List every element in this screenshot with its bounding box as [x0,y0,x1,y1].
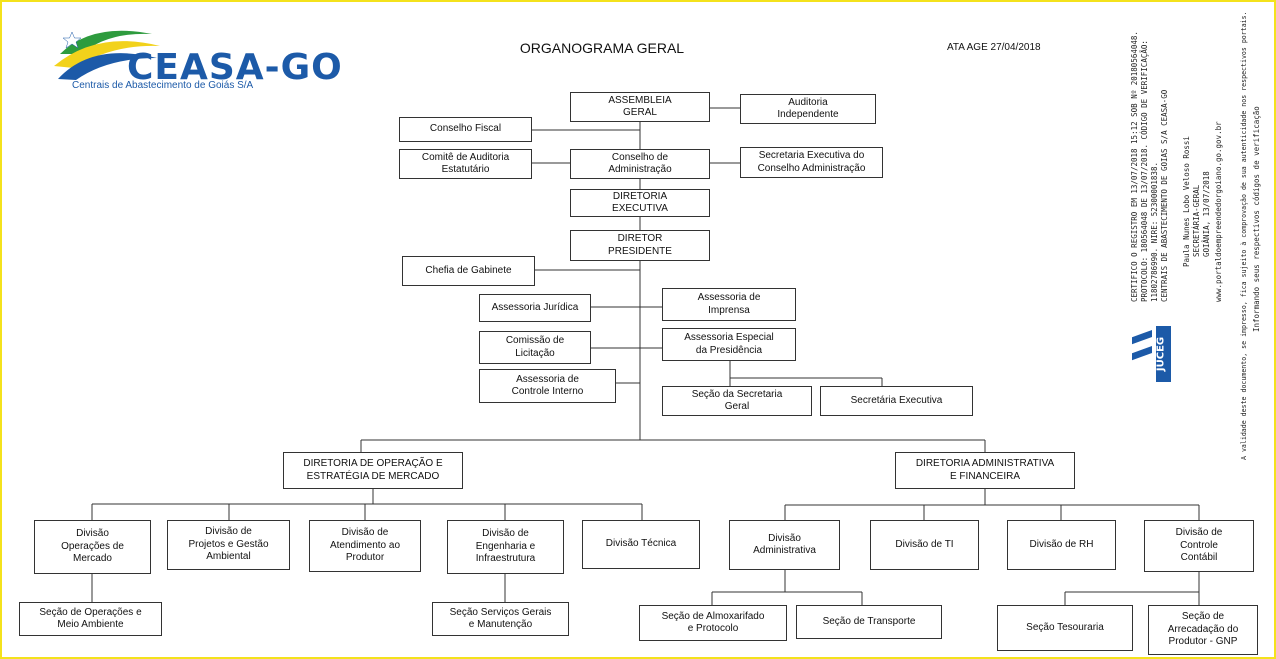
box-divisao-ti: Divisão de TI [870,520,979,570]
seal-text: JUCEG [1156,337,1167,372]
box-secao-almoxarifado: Seção de Almoxarifado e Protocolo [639,605,787,641]
box-secao-secretaria-geral: Seção da Secretaria Geral [662,386,812,416]
cert-place: GOIÂNIA, 13/07/2018 [1202,171,1211,257]
box-secretaria-executiva-conselho: Secretaria Executiva do Conselho Adminis… [740,147,883,178]
box-auditoria-independente: Auditoria Independente [740,94,876,124]
page-title: ORGANOGRAMA GERAL [519,40,685,56]
box-divisao-controle-contabil: Divisão de Controle Contábil [1144,520,1254,572]
box-secao-servicos-gerais: Seção Serviços Gerais e Manutenção [432,602,569,636]
ata-date: ATA AGE 27/04/2018 [947,42,1041,53]
box-divisao-atendimento: Divisão de Atendimento ao Produtor [309,520,421,572]
cert-line-3: 11802786990. NIRE: 52300001838. [1150,162,1159,302]
logo-subtitle: Centrais de Abastecimento de Goiás S/A [72,80,254,91]
cert-note-1: A validade deste documento, se impresso,… [1240,11,1248,460]
box-divisao-operacoes-mercado: Divisão Operações de Mercado [34,520,151,574]
logo-name: CEASA-GO [127,47,343,88]
box-chefia-gabinete: Chefia de Gabinete [402,256,535,286]
box-assessoria-controle-interno: Assessoria de Controle Interno [479,369,616,403]
cert-line-4: CENTRAIS DE ABASTECIMENTO DE GOIAS S/A C… [1160,89,1169,302]
box-assembleia-geral: ASSEMBLEIA GERAL [570,92,710,122]
box-diretoria-executiva: DIRETORIA EXECUTIVA [570,189,710,217]
box-secao-transporte: Seção de Transporte [796,605,942,639]
box-secao-arrecadacao: Seção de Arrecadação do Produtor - GNP [1148,605,1258,655]
cert-note-2: Informando seus respectivos códigos de v… [1252,106,1261,332]
box-secretaria-executiva: Secretária Executiva [820,386,973,416]
box-divisao-projetos: Divisão de Projetos e Gestão Ambiental [167,520,290,570]
cert-line-1: CERTIFICO O REGISTRO EM 13/07/2018 15:12… [1130,31,1139,302]
box-comissao-licitacao: Comissão de Licitação [479,331,591,364]
cert-site: www.portaldoempreendedorgoiano.go.gov.br [1214,121,1223,302]
box-divisao-administrativa: Divisão Administrativa [729,520,840,570]
cert-line-2: PROTOCOLO: 180564048 DE 13/07/2018. CÓDI… [1140,40,1149,302]
box-secao-tesouraria: Seção Tesouraria [997,605,1133,651]
box-diretoria-administrativa: DIRETORIA ADMINISTRATIVA E FINANCEIRA [895,452,1075,489]
box-conselho-administracao: Conselho de Administração [570,149,710,179]
logo-emblem-icon [54,30,160,80]
box-divisao-tecnica: Divisão Técnica [582,520,700,569]
box-diretor-presidente: DIRETOR PRESIDENTE [570,230,710,261]
box-comite-auditoria: Comitê de Auditoria Estatutário [399,149,532,179]
box-assessoria-imprensa: Assessoria de Imprensa [662,288,796,321]
box-secao-operacoes: Seção de Operações e Meio Ambiente [19,602,162,636]
box-divisao-engenharia: Divisão de Engenharia e Infraestrutura [447,520,564,574]
cert-signer: Paula Nunes Lobo Veloso Rossi [1182,136,1191,267]
box-assessoria-especial: Assessoria Especial da Presidência [662,328,796,361]
cert-role: SECRETÁRIA-GERAL [1192,184,1201,257]
box-divisao-rh: Divisão de RH [1007,520,1116,570]
box-diretoria-operacao: DIRETORIA DE OPERAÇÃO E ESTRATÉGIA DE ME… [283,452,463,489]
box-assessoria-juridica: Assessoria Jurídica [479,294,591,322]
box-conselho-fiscal: Conselho Fiscal [399,117,532,142]
juceg-seal-icon: JUCEG [1132,326,1171,382]
